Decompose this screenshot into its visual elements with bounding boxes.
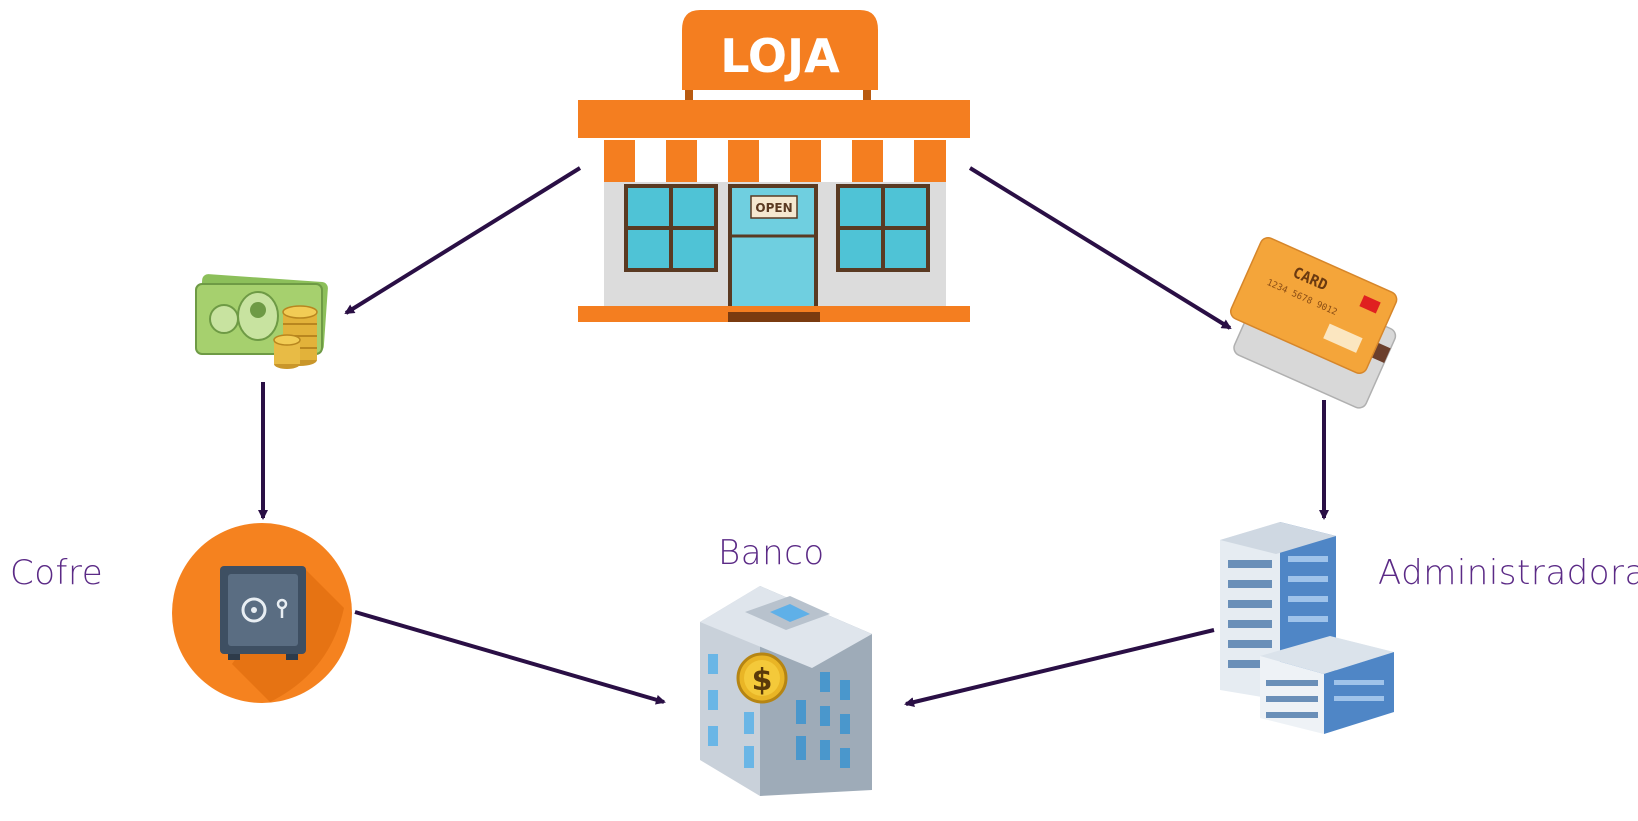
dollar-sign-text: $ xyxy=(752,663,773,698)
arrow-safe-to-bank xyxy=(354,610,666,705)
arrow-store-to-card xyxy=(968,166,1232,330)
label-administradoras: Administradoras xyxy=(1378,553,1638,593)
label-cofre: Cofre xyxy=(10,553,104,593)
store-icon: LOJA OPEN xyxy=(578,10,970,322)
bank-building-icon: $ xyxy=(700,586,872,796)
awning xyxy=(604,140,946,182)
arrow-store-to-cash xyxy=(344,166,582,315)
open-sign-text: OPEN xyxy=(755,201,792,215)
arrows xyxy=(258,166,1329,707)
cash-money-icon xyxy=(195,274,328,369)
coin-stack xyxy=(273,305,318,369)
office-buildings-icon xyxy=(1220,522,1394,734)
credit-card-icon: CARD 1234 5678 9012 xyxy=(1229,237,1398,409)
safe-icon xyxy=(172,523,352,703)
arrow-administradoras-to-bank xyxy=(904,628,1215,707)
store-sign-text: LOJA xyxy=(720,29,840,83)
label-banco: Banco xyxy=(718,533,825,573)
